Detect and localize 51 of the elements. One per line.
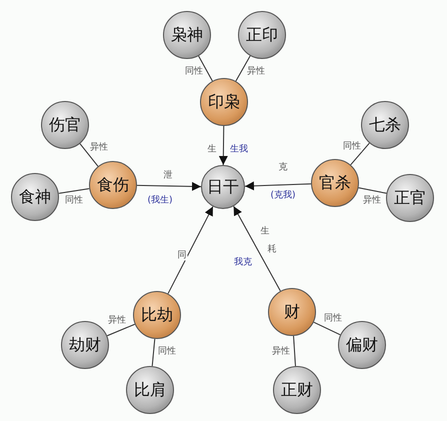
edge-label: 同性 <box>323 314 343 324</box>
connector-line <box>80 143 98 167</box>
connector-line <box>58 188 90 194</box>
node-ball: 正官 <box>386 174 434 222</box>
connector-line <box>235 55 251 82</box>
edge-label: 耗 <box>266 246 278 254</box>
node-ball: 比肩 <box>126 366 174 414</box>
connector-line <box>350 142 370 166</box>
node-ball: 正财 <box>273 366 321 414</box>
edge-label: 异性 <box>362 196 382 206</box>
node-ball: 伤官 <box>41 101 89 149</box>
edge-label: 泄 <box>162 172 174 180</box>
connector-line <box>293 335 296 367</box>
node-ball: 枭神 <box>163 11 211 59</box>
edge-label: 异性 <box>89 144 109 152</box>
relation-note: 生我 <box>229 146 249 154</box>
edge-label: 同性 <box>157 348 177 356</box>
relation-note: (克我) <box>269 192 297 200</box>
relation-note: 生 <box>260 228 270 236</box>
node-ball: 七杀 <box>361 101 409 149</box>
node-ball: 日干 <box>201 165 245 209</box>
node-ball: 偏财 <box>338 321 386 369</box>
connector-line <box>106 324 136 336</box>
node-ball: 食伤 <box>89 161 137 209</box>
edge-label: 同性 <box>64 196 84 206</box>
arrow <box>168 206 214 294</box>
node-ball: 比劫 <box>133 291 181 339</box>
edge-label: 克 <box>278 164 288 172</box>
edge-label: 异性 <box>246 68 266 76</box>
edge-label: 生 <box>206 146 218 154</box>
edge-label: 异性 <box>271 348 291 356</box>
node-ball: 食神 <box>11 173 59 221</box>
connector-line <box>358 187 387 194</box>
node-ball: 印枭 <box>200 78 248 126</box>
connector-line <box>313 322 341 336</box>
arrow <box>218 126 228 166</box>
relation-note: (我生) <box>146 196 174 206</box>
edge-label: 异性 <box>107 316 127 326</box>
connector-line <box>198 56 213 82</box>
arrow <box>136 182 202 191</box>
connector-line <box>152 338 156 367</box>
edge-label: 同性 <box>184 68 204 76</box>
arrow <box>233 206 281 292</box>
node-ball: 正印 <box>238 11 286 59</box>
arrow <box>244 181 312 190</box>
node-ball: 财 <box>268 288 316 336</box>
edge-label: 同性 <box>342 142 362 152</box>
relation-note: 我克 <box>233 258 253 268</box>
node-ball: 劫财 <box>61 321 109 369</box>
node-ball: 官杀 <box>311 159 359 207</box>
edge-label: 同 <box>176 252 188 260</box>
